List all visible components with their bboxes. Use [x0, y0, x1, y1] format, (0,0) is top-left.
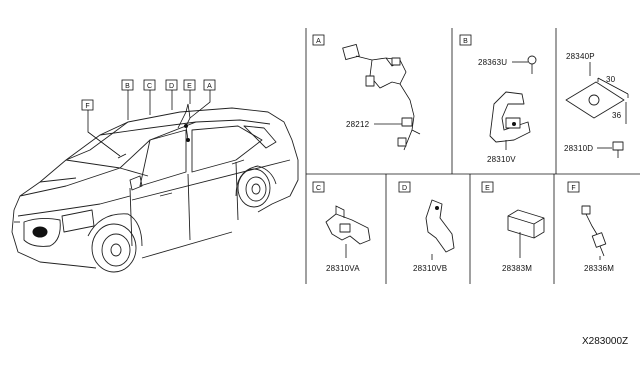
bracket-28310vb-drawing [425, 199, 455, 253]
part-number-28310va: 28310VA [326, 264, 360, 273]
part-number-28212: 28212 [346, 120, 370, 129]
part-number-28336m: 28336M [584, 264, 614, 273]
part-number-28310v: 28310V [487, 155, 516, 164]
panel-e: E 28383M [481, 181, 545, 273]
car-callout-d: D [165, 79, 178, 91]
car-illustration [11, 103, 299, 273]
callout-letter: A [207, 83, 212, 90]
car-callout-b: B [121, 79, 134, 91]
panel-a: A 28212 [312, 34, 421, 151]
part-number-28363u: 28363U [478, 58, 507, 67]
diagram-code: X283000Z [582, 336, 628, 347]
car-callout-leaders [87, 90, 211, 157]
car-callout-a: A [203, 79, 216, 91]
module-28383m-drawing [507, 209, 545, 239]
pad-dimension-height: 36 [612, 111, 622, 120]
panel-letter: C [316, 185, 321, 192]
panel-letter: E [485, 185, 490, 192]
bracket-28310va-drawing [325, 205, 371, 245]
bracket-28310v-drawing [489, 91, 531, 143]
panel-c: C 28310VA [312, 181, 371, 273]
part-number-28310vb: 28310VB [413, 264, 447, 273]
part-number-28310d: 28310D [564, 144, 593, 153]
callout-letter: F [85, 103, 89, 110]
panel-letter: B [463, 38, 468, 45]
panel-f: F 28336M [567, 181, 614, 273]
car-callout-c: C [143, 79, 156, 91]
part-number-28383m: 28383M [502, 264, 532, 273]
panel-b: B 28363U 28310V [459, 34, 537, 164]
panel-d: D 28310VB [398, 181, 455, 273]
callout-letter: C [147, 83, 152, 90]
screw-28363u-drawing [527, 55, 537, 74]
clip-28310d-drawing [612, 141, 624, 158]
panel-letter: F [571, 185, 575, 192]
callout-letter: E [187, 83, 192, 90]
harness-28336m-drawing [581, 205, 607, 257]
pad-28340p-drawing [565, 81, 625, 119]
panel-letter: D [402, 185, 407, 192]
part-number-28340p: 28340P [566, 52, 595, 61]
panel-letter: A [316, 38, 321, 45]
car-callout-e: E [183, 79, 196, 91]
car-callout-f: F [81, 99, 94, 111]
callout-letter: D [169, 83, 174, 90]
parts-grid-frame [305, 28, 640, 284]
harness-28212-drawing [342, 43, 421, 151]
callout-letter: B [125, 83, 130, 90]
panel-pad: 28340P 30 36 28310D [564, 52, 629, 158]
pad-dimension-width: 30 [606, 75, 616, 84]
